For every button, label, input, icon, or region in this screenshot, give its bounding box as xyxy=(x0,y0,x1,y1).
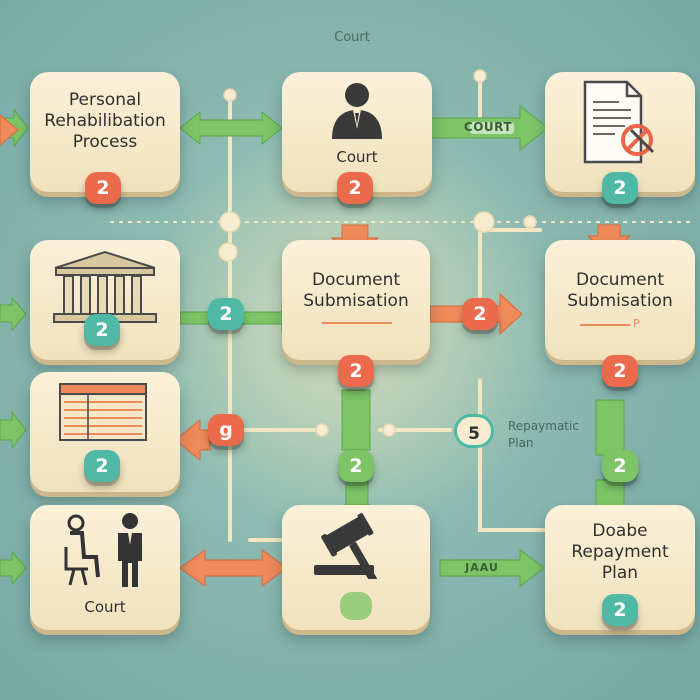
step-badge: 2 xyxy=(338,355,374,387)
badge-label: 2 xyxy=(349,455,363,477)
node-dot xyxy=(315,423,329,437)
connector-badge: 2 xyxy=(602,450,638,482)
connector-badge: 2 xyxy=(338,450,374,482)
thin-line xyxy=(478,378,547,532)
gavel-icon xyxy=(314,513,378,579)
card-title: Document Submisation xyxy=(567,270,673,311)
connector-badge: g xyxy=(208,414,244,446)
node-dot xyxy=(223,88,237,102)
step-badge: 2 xyxy=(84,450,120,482)
node-dot xyxy=(523,215,537,229)
orange-arrow xyxy=(174,418,211,462)
step-badge: 2 xyxy=(602,172,638,204)
card-gavel[interactable] xyxy=(282,505,430,630)
card-title: Document Submisation xyxy=(303,270,409,311)
node-dot xyxy=(473,69,487,83)
green-arrow xyxy=(0,410,27,450)
card-document-submission-right[interactable]: Document Submisation P xyxy=(545,240,695,360)
orange-arrow xyxy=(0,114,19,146)
orange-divider xyxy=(322,322,392,324)
orange-arrow xyxy=(179,549,288,587)
repayment-hint-badge: 5 xyxy=(454,414,494,448)
arrow-label-court: COURT xyxy=(463,120,513,134)
meeting-people-icon xyxy=(64,513,142,587)
step-badge: 2 xyxy=(84,314,120,346)
connector-badge: 2 xyxy=(462,298,498,330)
card-ledger[interactable] xyxy=(30,372,180,492)
card-document-submission-mid[interactable]: Document Submisation xyxy=(282,240,430,360)
green-arrow xyxy=(439,549,545,587)
node-dot xyxy=(473,211,495,233)
card-title: Court xyxy=(336,148,378,166)
green-connector xyxy=(595,399,625,456)
gavel-card-indicator xyxy=(340,592,372,620)
step-badge: 2 xyxy=(602,355,638,387)
person-icon xyxy=(332,83,382,139)
top-caption: Court xyxy=(334,30,370,45)
repayment-hint-text: Repaymatic Plan xyxy=(508,419,579,450)
ledger-icon xyxy=(59,383,147,441)
badge-label: 2 xyxy=(613,455,627,477)
card-court-bottom[interactable]: Court xyxy=(30,505,180,630)
card-title: Court xyxy=(84,598,126,616)
connector-badge: 2 xyxy=(208,298,244,330)
document-icon xyxy=(583,80,655,164)
step-badge: 2 xyxy=(602,594,638,626)
step-badge: 2 xyxy=(85,172,121,204)
card-sub-label: P xyxy=(633,317,640,330)
node-dot xyxy=(219,211,241,233)
card-title: Personal Rehabilibation Process xyxy=(44,90,166,152)
green-arrow xyxy=(0,550,27,586)
green-connector xyxy=(341,389,371,451)
arrow-label-bg xyxy=(470,122,514,134)
step-badge: 2 xyxy=(337,172,373,204)
node-dot xyxy=(218,242,238,262)
node-dot xyxy=(382,423,396,437)
arrow-label-bottom: JAAU xyxy=(465,561,499,574)
card-title: Doabe Repayment Plan xyxy=(571,521,669,583)
green-arrow xyxy=(0,296,27,332)
orange-divider xyxy=(580,324,630,326)
